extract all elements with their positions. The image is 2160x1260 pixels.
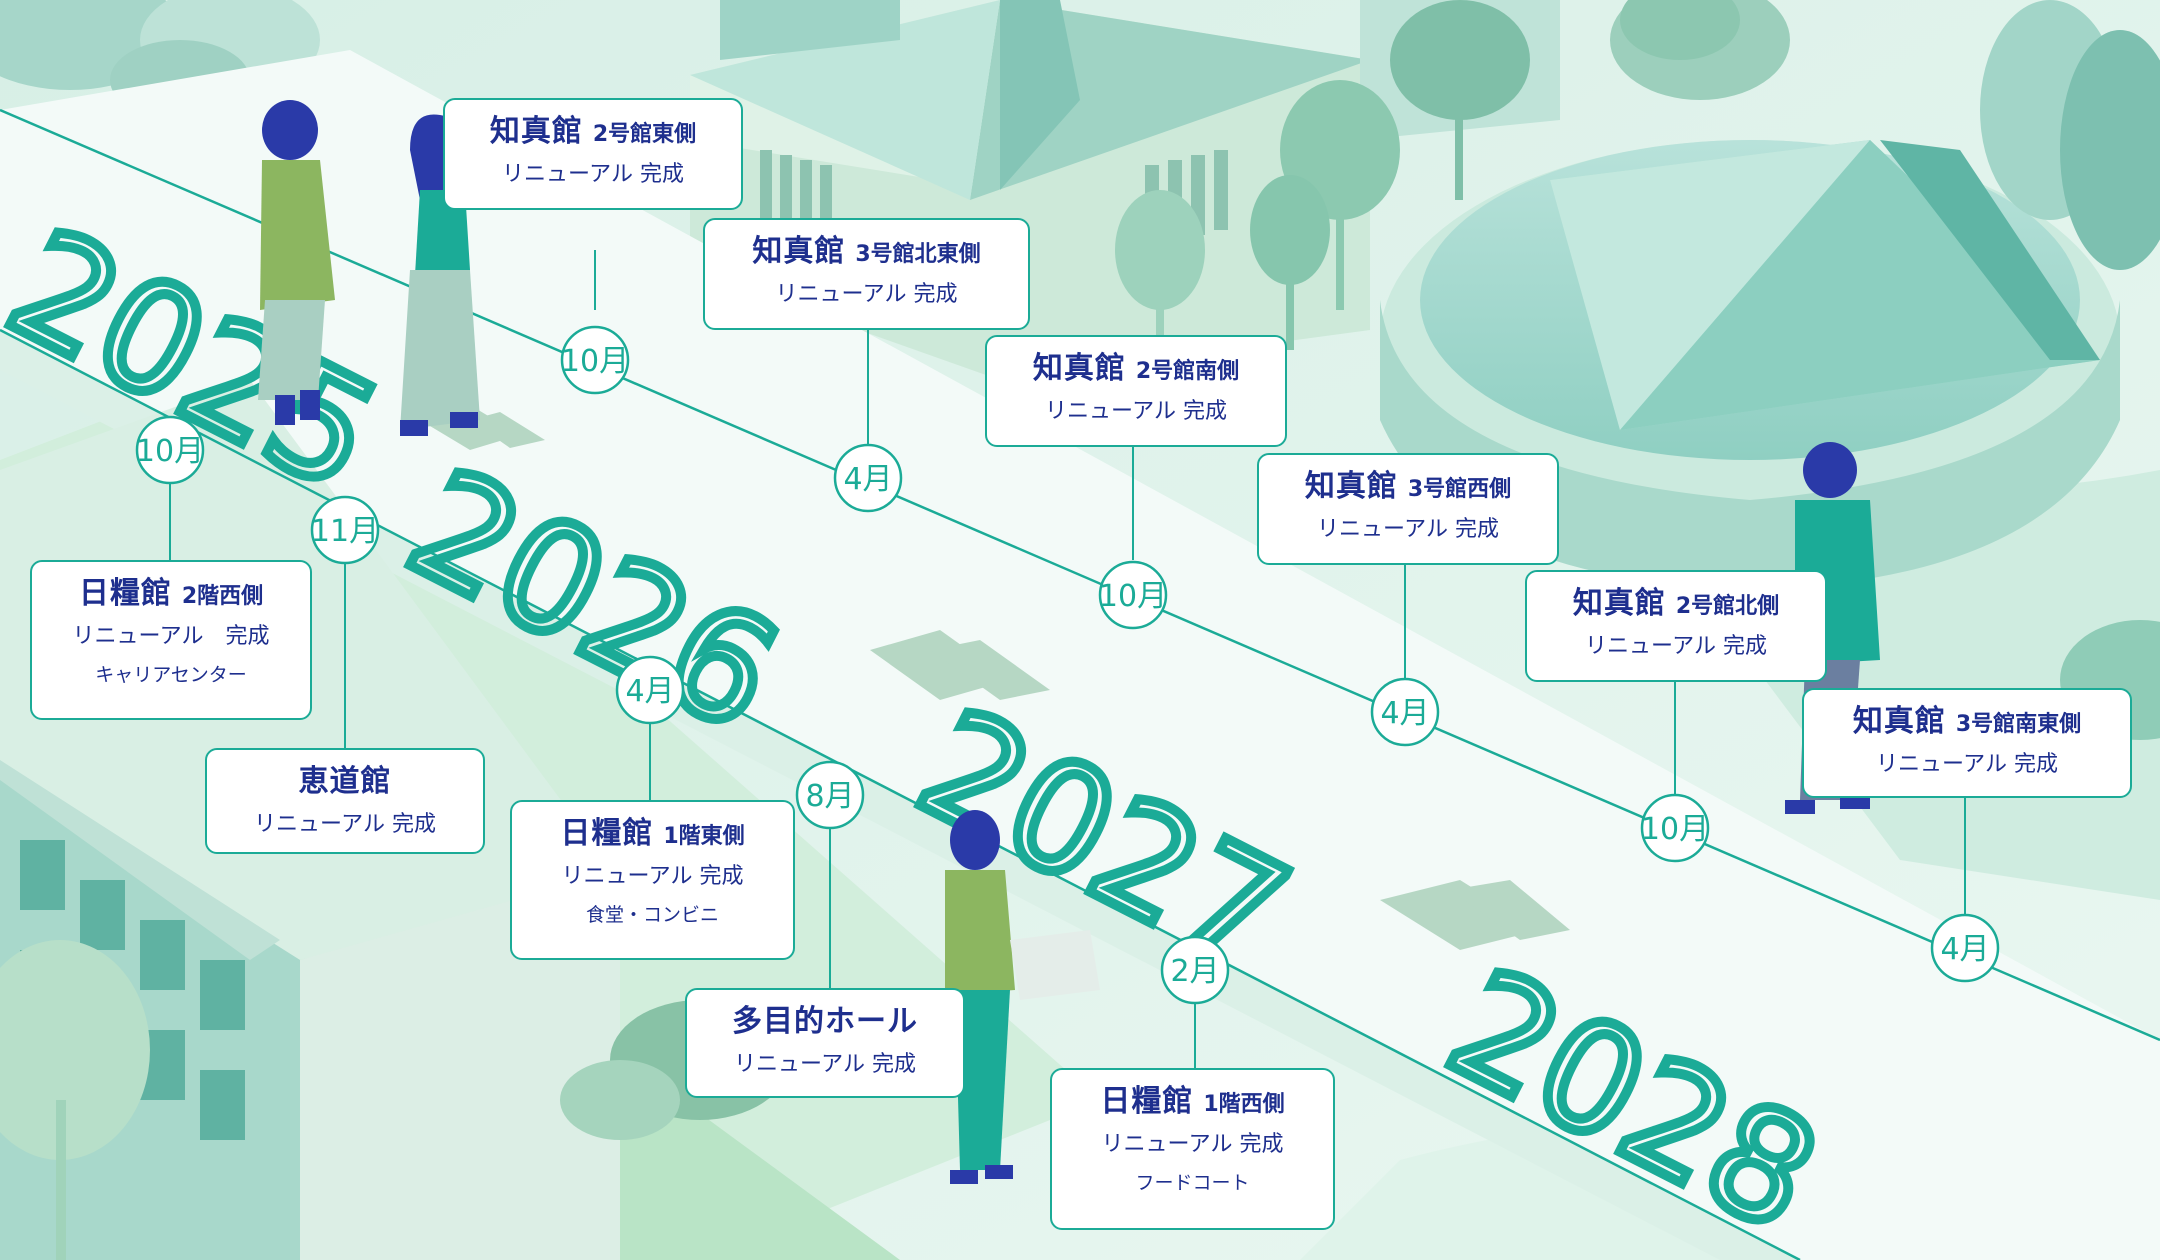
month-label: 10月 (136, 434, 204, 469)
month-circle (1640, 793, 1710, 863)
month-circle (1370, 677, 1440, 747)
month-label: 4月 (1940, 932, 1989, 967)
month-marker: 4月 (1930, 913, 2000, 983)
month-label: 10月 (561, 344, 629, 379)
month-label: 8月 (805, 779, 854, 814)
month-marker: 10月 (1098, 560, 1168, 630)
month-marker: 2月 (1160, 935, 1230, 1005)
month-circle (1930, 913, 2000, 983)
month-marker: 4月 (833, 443, 903, 513)
month-label: 2月 (1170, 954, 1219, 989)
month-circle (795, 760, 865, 830)
month-label: 11月 (311, 514, 379, 549)
month-circle (560, 325, 630, 395)
month-marker: 10月 (135, 415, 205, 485)
month-label: 4月 (843, 462, 892, 497)
month-circle (1160, 935, 1230, 1005)
month-circle (310, 495, 380, 565)
month-label: 10月 (1641, 812, 1709, 847)
month-circle (833, 443, 903, 513)
month-marker: 11月 (310, 495, 380, 565)
month-label: 4月 (1380, 696, 1429, 731)
month-marker: 10月 (1640, 793, 1710, 863)
person-figure-icon-1 (258, 100, 335, 425)
month-circle (1098, 560, 1168, 630)
trees-center (1115, 0, 1790, 370)
month-marker: 8月 (795, 760, 865, 830)
person-figure-icon-3 (945, 810, 1100, 1184)
month-marker: 4月 (615, 655, 685, 725)
dome-building (1380, 140, 2120, 590)
trees-right (1980, 0, 2160, 740)
month-markers: 10月 11月 4月 8月 2月 10月 4月 10月 4月 10月 4月 (135, 325, 2000, 1005)
month-label: 10月 (1099, 579, 1167, 614)
chevron-arrow-icons (420, 405, 1570, 950)
month-marker: 10月 (560, 325, 630, 395)
event-box: 多目的ホール リニューアル 完成 (685, 988, 965, 1098)
event-box: 恵道館 リニューアル 完成 (205, 748, 485, 854)
month-label: 4月 (625, 674, 674, 709)
connector-lines (169, 250, 1966, 1070)
month-circle (135, 415, 205, 485)
month-circle (615, 655, 685, 725)
month-marker: 4月 (1370, 677, 1440, 747)
timeline-lines (0, 108, 2160, 1260)
